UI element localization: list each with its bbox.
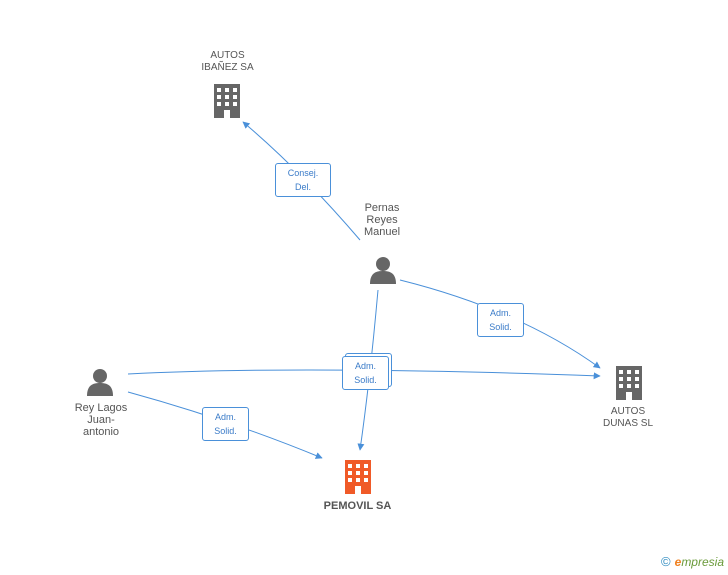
edge-label-consej: Consej. Del.: [275, 163, 331, 197]
person-icon[interactable]: [87, 369, 113, 396]
copyright-icon: ©: [661, 554, 671, 569]
edge-label-adm-center: Adm. Solid.: [342, 356, 389, 390]
node-label-rey-lagos[interactable]: Rey Lagos Juan- antonio: [74, 402, 128, 438]
edge-label-adm-dunas: Adm. Solid.: [477, 303, 524, 337]
node-label-pernas[interactable]: Pernas Reyes Manuel: [363, 202, 401, 238]
edge-rey-to-autos-dunas: [127, 369, 601, 380]
building-icon[interactable]: [616, 366, 642, 400]
person-icon[interactable]: [370, 257, 396, 284]
node-label-autos-dunas[interactable]: AUTOS DUNAS SL: [602, 406, 653, 429]
building-icon[interactable]: [214, 84, 240, 118]
edge-label-adm-rey: Adm. Solid.: [202, 407, 249, 441]
empresia-logo: ©empresia: [661, 554, 724, 569]
node-label-autos-ibanez[interactable]: AUTOS IBAÑEZ SA: [201, 50, 254, 73]
building-icon[interactable]: [345, 460, 371, 494]
node-label-pemovil[interactable]: PEMOVIL SA: [323, 500, 392, 512]
